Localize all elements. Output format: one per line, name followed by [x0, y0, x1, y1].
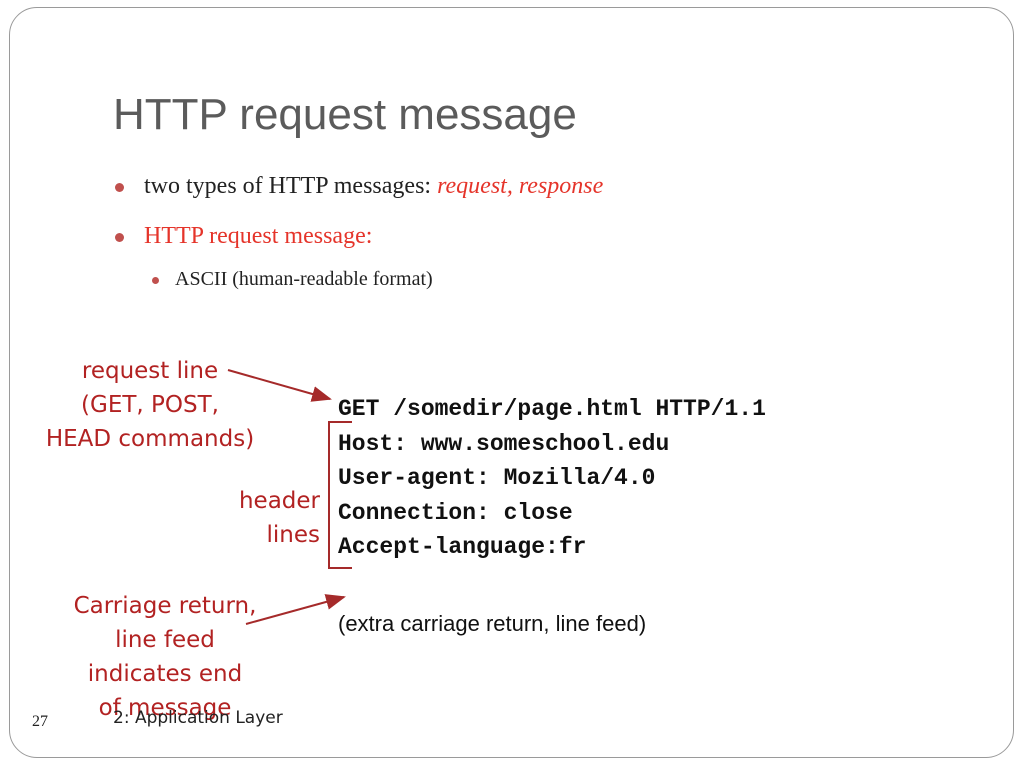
annotation-line: lines: [266, 522, 321, 548]
bullet-text: ASCII (human-readable format): [175, 268, 433, 290]
bullet-text: two types of HTTP messages:: [144, 173, 438, 199]
annotation-line: of message: [98, 695, 232, 721]
annotation-line: Carriage return,: [73, 593, 257, 619]
annotation-line: (GET, POST,: [81, 392, 219, 418]
carriage-return-arrow: [245, 594, 346, 625]
header-line: Accept-language:fr: [338, 534, 587, 560]
footer-section-label: 2: Application Layer: [113, 708, 283, 728]
annotation-request-line: request line (GET, POST, HEAD commands): [30, 354, 270, 456]
bullet-dot: [115, 233, 124, 242]
bullet-message-types: two types of HTTP messages: request, res…: [115, 173, 604, 200]
keyword-response: response: [518, 173, 604, 199]
keyword-request: request: [437, 173, 507, 199]
slide-number: 27: [32, 713, 48, 730]
slide-title: HTTP request message: [113, 90, 577, 139]
keyword-separator: ,: [506, 173, 519, 199]
annotation-line: request line: [81, 358, 219, 384]
annotation-line: indicates end: [87, 661, 243, 687]
annotation-carriage-return: Carriage return, line feed indicates end…: [50, 589, 280, 725]
header-line: User-agent: Mozilla/4.0: [338, 465, 656, 491]
header-line: Connection: close: [338, 499, 573, 526]
request-line-arrow: [227, 369, 332, 402]
bullet-dot: [152, 277, 159, 284]
request-line: GET /somedir/page.html HTTP/1.1: [338, 396, 766, 422]
header-line: Host: www.someschool.edu: [338, 430, 670, 457]
http-request-code: GET /somedir/page.html HTTP/1.1 Host: ww…: [338, 392, 766, 565]
annotation-header-lines: header lines: [214, 484, 320, 552]
sub-bullet-ascii: ASCII (human-readable format): [152, 268, 433, 291]
header-lines-bracket: [328, 421, 352, 569]
extra-crlf-text: (extra carriage return, line feed): [338, 611, 647, 636]
annotation-line: HEAD commands): [45, 426, 255, 452]
bullet-dot: [115, 183, 124, 192]
bullet-request-message: HTTP request message:: [115, 223, 373, 250]
annotation-line: header: [238, 488, 320, 514]
slide-frame: [9, 7, 1014, 758]
annotation-line: line feed: [115, 627, 215, 653]
bullet-text: HTTP request message:: [144, 223, 373, 249]
